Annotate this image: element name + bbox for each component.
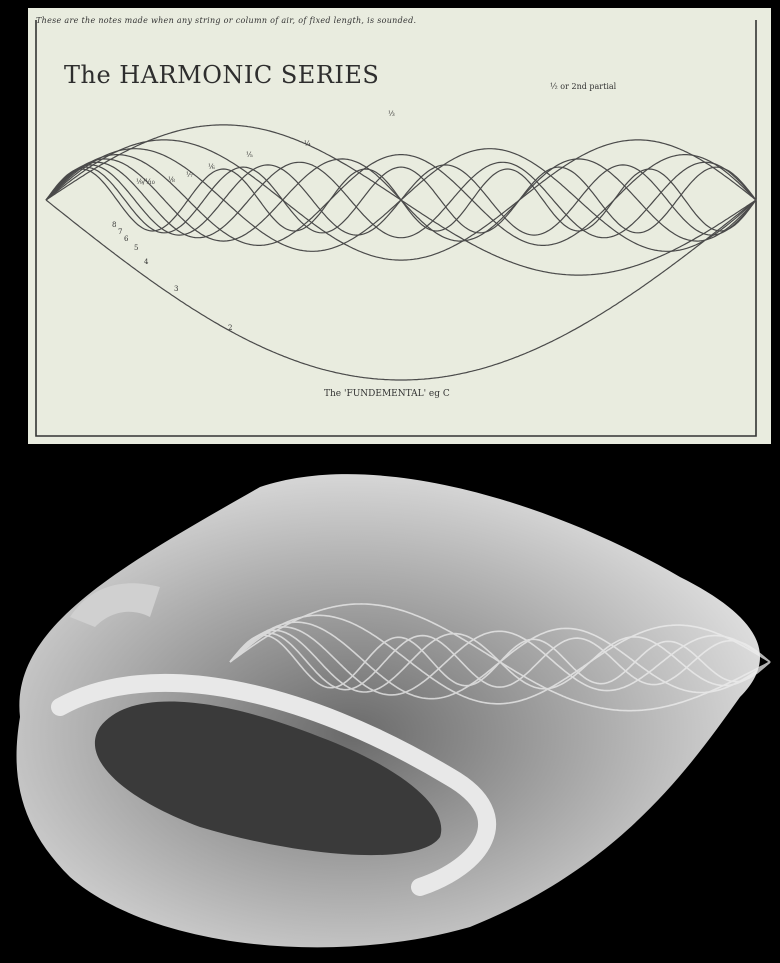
- xray-shell-image: [0, 447, 780, 963]
- label-seventh: ⅐: [186, 171, 193, 179]
- label-sixth: ⅙: [208, 163, 215, 171]
- harmonic-series-drawing: These are the notes made when any string…: [28, 8, 771, 444]
- label-fifth: ⅕: [246, 151, 253, 159]
- label-2: 2: [228, 324, 232, 332]
- label-7: 7: [118, 228, 122, 236]
- label-fourth: ¼: [304, 140, 311, 148]
- label-3: 3: [174, 285, 178, 293]
- drawing-title: The HARMONIC SERIES: [64, 61, 379, 89]
- drawing-caption: These are the notes made when any string…: [36, 16, 416, 25]
- top-partial-label: ½ or 2nd partial: [550, 82, 616, 91]
- label-8: 8: [112, 221, 116, 229]
- partial-curve-1: [46, 200, 756, 380]
- label-6: 6: [124, 235, 128, 243]
- label-4: 4: [144, 258, 148, 266]
- fundamental-label: The 'FUNDEMENTAL' eg C: [324, 389, 450, 399]
- label-5: 5: [134, 244, 138, 252]
- label-ninth-tenth: ⅑/⅒: [136, 178, 155, 186]
- label-third: ⅓: [388, 110, 395, 118]
- label-eighth: ⅛: [168, 176, 175, 184]
